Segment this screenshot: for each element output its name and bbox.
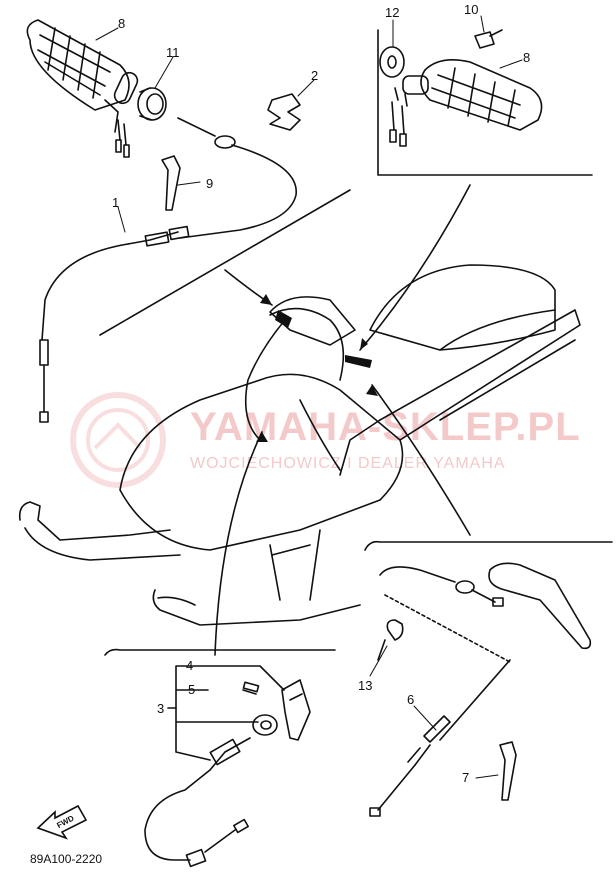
- choke-cable: [144, 737, 251, 868]
- diagram-code: 89A100-2220: [30, 852, 103, 866]
- brake-lever: [488, 562, 592, 650]
- watermark-subtitle: WOJCIECHOWICZ I DEALER YAMAHA: [190, 455, 506, 472]
- clip-13: [377, 619, 404, 661]
- bracket-bottom-left: [104, 648, 336, 656]
- callout-6: 6: [407, 692, 414, 707]
- snowmobile-body: [18, 264, 581, 626]
- callout-9: 9: [206, 176, 213, 191]
- right-grip: [389, 59, 543, 147]
- dashed-guide: [384, 594, 511, 663]
- watermark-logo: [70, 392, 166, 488]
- cable-junction: [275, 310, 292, 328]
- choke-pin: [242, 681, 260, 695]
- choke-knob: [281, 679, 311, 741]
- callout-7: 7: [462, 770, 469, 785]
- brake-cable: [369, 566, 511, 817]
- bracket-top-right: [377, 29, 593, 176]
- callout-10: 10: [464, 2, 478, 17]
- cable-tie-bottom: [499, 741, 517, 801]
- cable-tie-top: [161, 155, 181, 211]
- washer: [379, 46, 405, 78]
- arrow-head-1: [260, 294, 272, 305]
- callout-4: 4: [186, 658, 193, 673]
- bolt: [474, 29, 503, 49]
- callout-11: 11: [166, 45, 180, 60]
- arrow-head-4: [366, 385, 378, 396]
- callout-2: 2: [311, 68, 318, 83]
- callout-8-right: 8: [523, 50, 530, 65]
- bracket-top-left: [99, 189, 351, 336]
- left-grip: [26, 19, 139, 158]
- throttle-cable: [39, 117, 297, 423]
- choke-nut: [252, 714, 278, 736]
- callout-13: 13: [358, 678, 372, 693]
- callout-1: 1: [112, 195, 119, 210]
- arrow-head-3: [256, 432, 268, 442]
- bracket-bottom-right: [364, 540, 613, 551]
- callout-12: 12: [385, 5, 399, 20]
- group-bracket: [175, 665, 285, 761]
- leader-lines: [95, 15, 523, 779]
- fwd-arrow: FWD: [36, 804, 88, 840]
- callout-5: 5: [188, 682, 195, 697]
- cable-clip: [267, 93, 301, 131]
- grip-end-ring: [137, 87, 167, 121]
- callout-3: 3: [157, 701, 164, 716]
- leader-arrows: [214, 184, 471, 656]
- callout-8-left: 8: [118, 16, 125, 31]
- arrow-head-2: [360, 338, 368, 350]
